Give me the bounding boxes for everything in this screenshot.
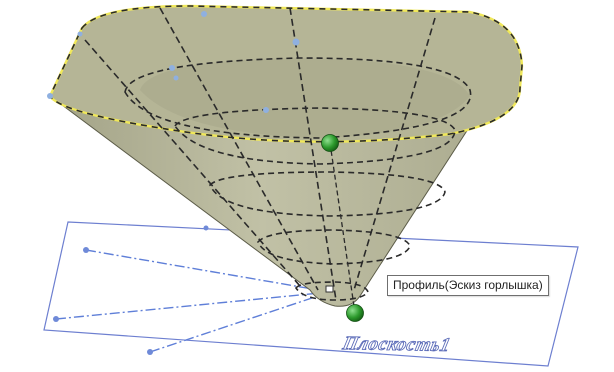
- top-rim-dash: [49, 5, 523, 143]
- sketch-point-icon[interactable]: [53, 225, 209, 356]
- sketch-dots: [47, 11, 300, 113]
- plane-label[interactable]: Плоскость1: [340, 333, 453, 357]
- profile-origin-icon[interactable]: [325, 285, 334, 293]
- center-axis: [329, 142, 356, 314]
- generator-lines: [84, 7, 436, 301]
- sketch-construction-lines: [55, 249, 331, 353]
- green-control-point-icon[interactable]: [346, 304, 364, 322]
- green-control-point-icon[interactable]: [321, 134, 339, 152]
- section-rings: [124, 57, 472, 301]
- sketch-plane[interactable]: [43, 221, 579, 367]
- profile-tooltip: Профиль(Эскиз горлышка): [387, 275, 549, 296]
